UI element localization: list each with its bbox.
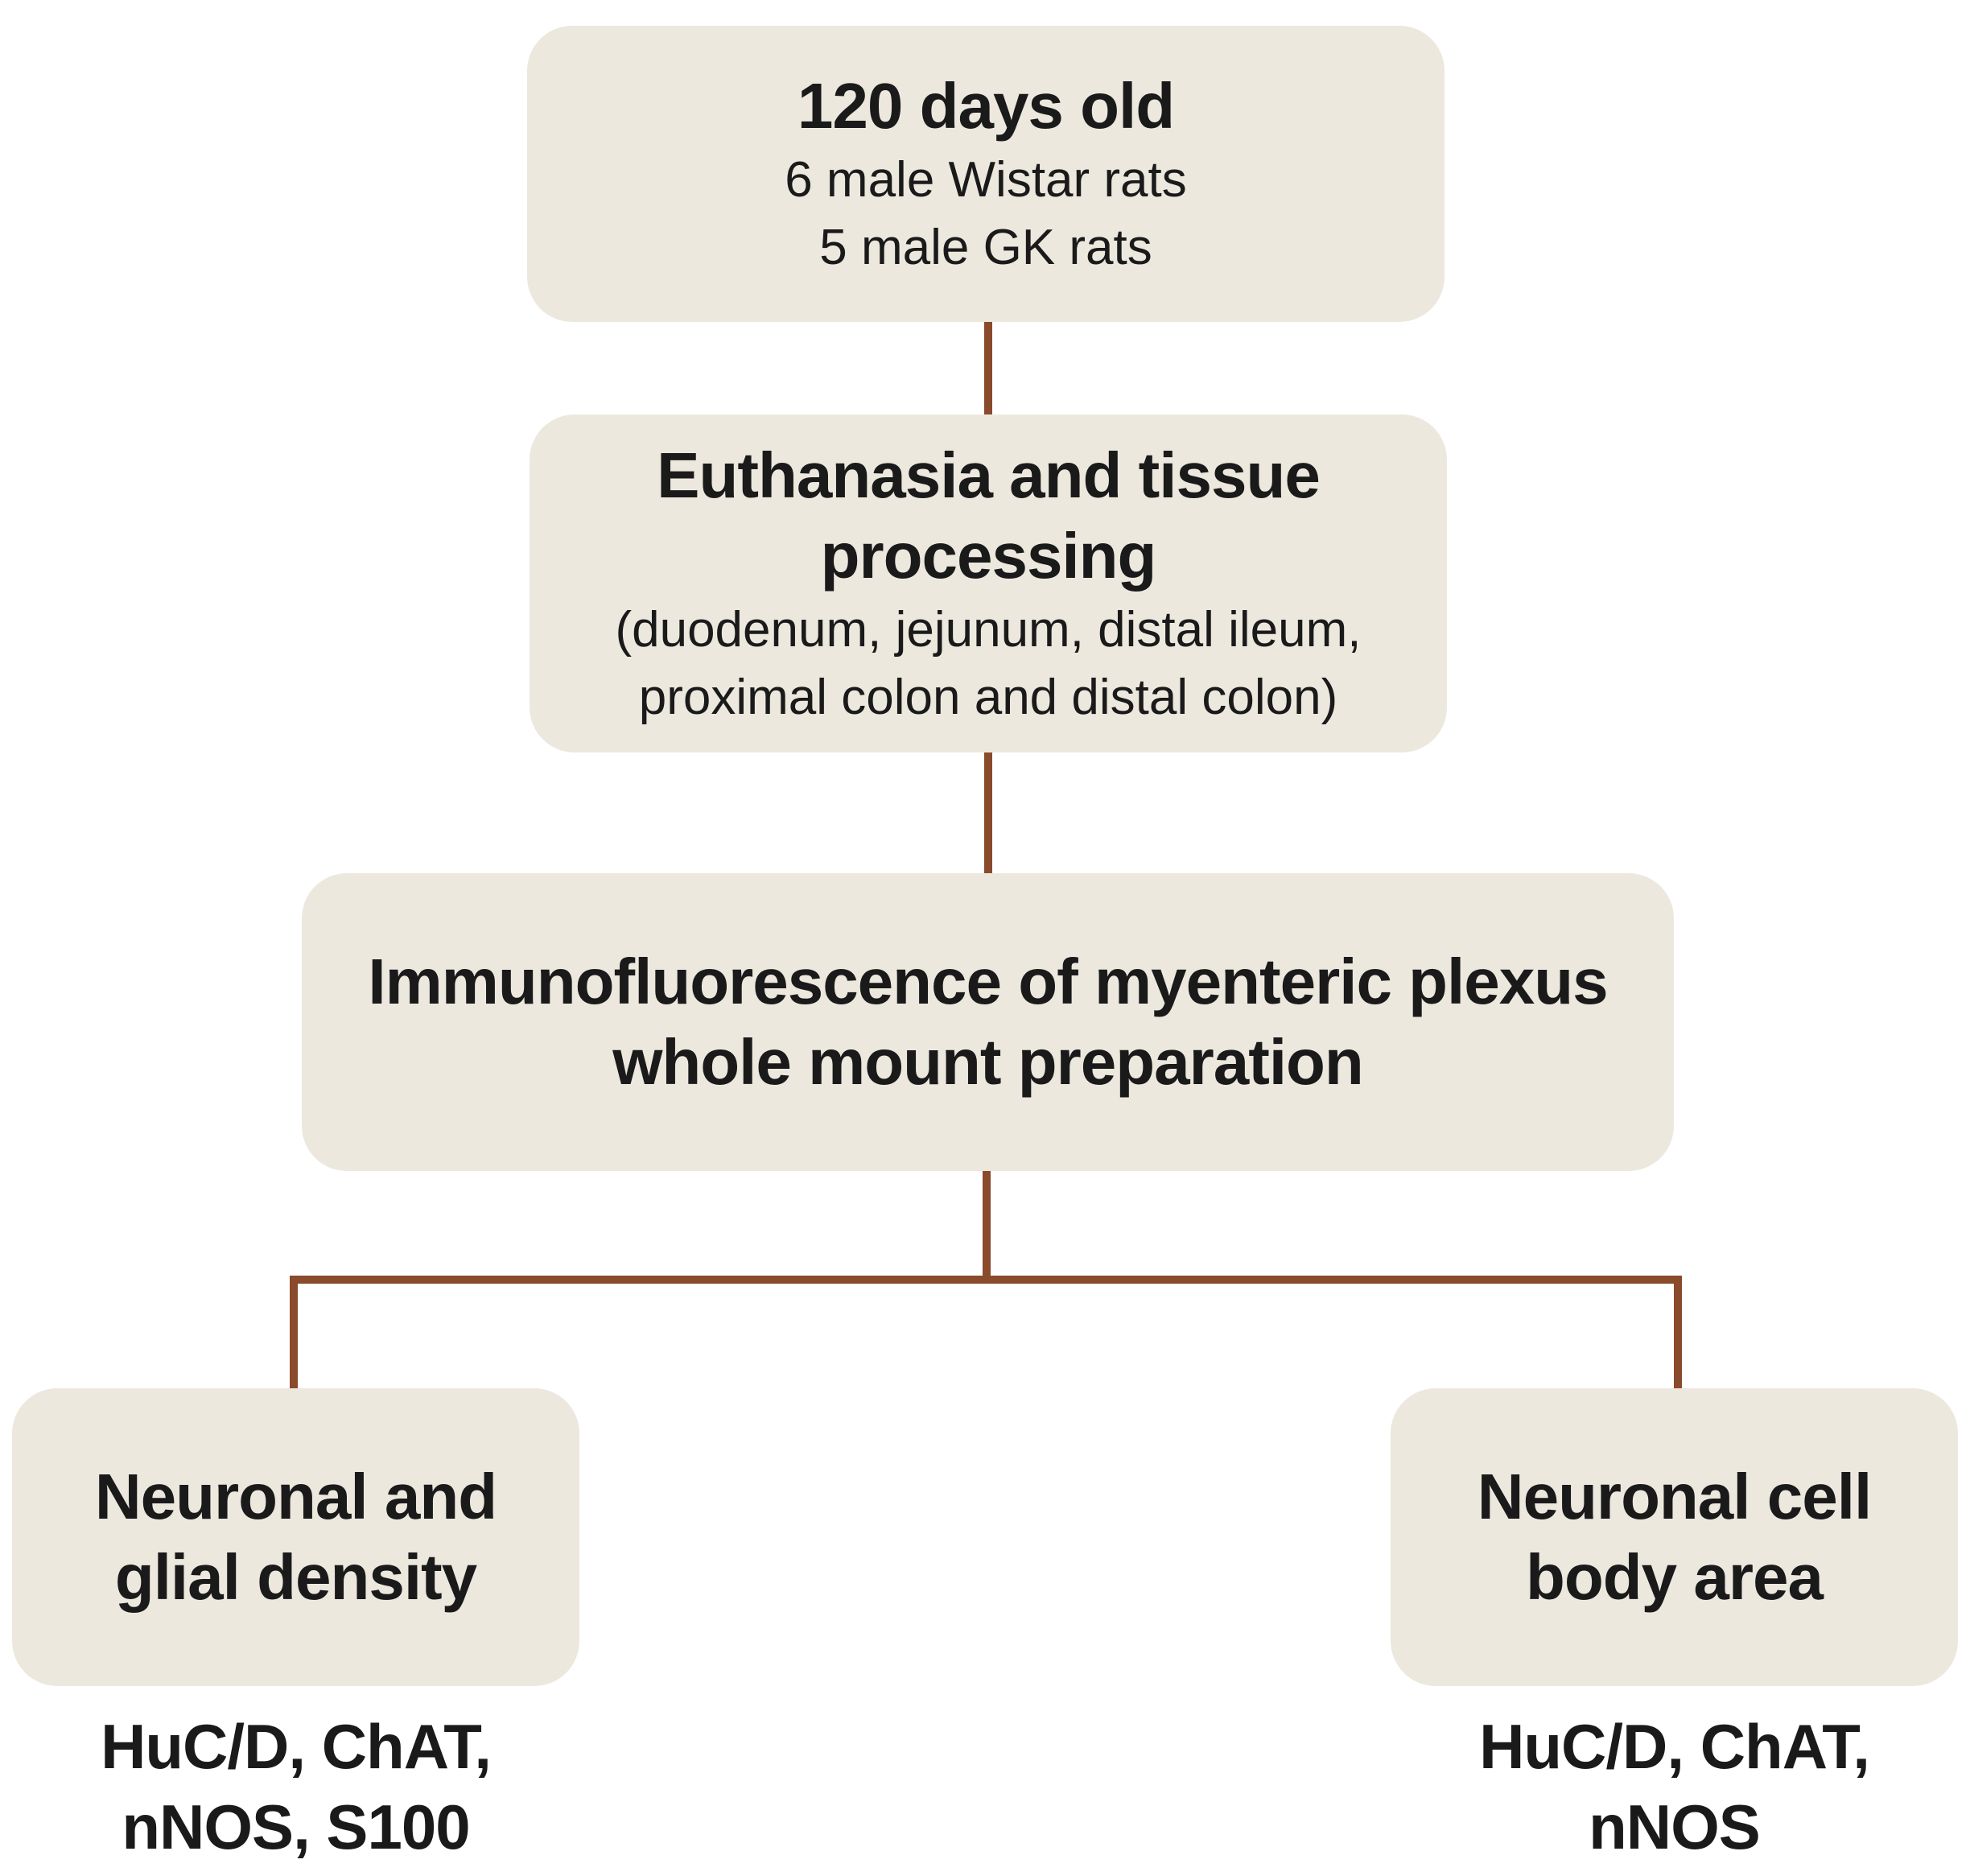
box-immunofluorescence-title-line-2: whole mount preparation (612, 1026, 1364, 1098)
box-neuronal-glial-density: Neuronal and glial density (12, 1388, 579, 1686)
box-immunofluorescence-title-line-1: Immunofluorescence of myenteric plexus (368, 946, 1608, 1017)
connector-branch-horizontal (290, 1276, 1682, 1284)
markers-left: HuC/D, ChAT, nNOS, S100 (12, 1706, 579, 1867)
connector-1-2 (984, 322, 992, 414)
connector-3-branch (983, 1171, 991, 1280)
box-immunofluorescence: Immunofluorescence of myenteric plexus w… (302, 873, 1674, 1171)
markers-right-line-1: HuC/D, ChAT, (1479, 1711, 1870, 1782)
box-neuronal-cell-body-area: Neuronal cell body area (1391, 1388, 1958, 1686)
markers-left-line-1: HuC/D, ChAT, (101, 1711, 492, 1782)
box-study-animals-line-1: 6 male Wistar rats (785, 152, 1187, 208)
markers-left-line-2: nNOS, S100 (122, 1791, 470, 1862)
box-euthanasia-title-line-2: processing (820, 520, 1157, 592)
box-euthanasia-title-line-1: Euthanasia and tissue (657, 439, 1321, 511)
markers-right: HuC/D, ChAT, nNOS (1391, 1706, 1958, 1867)
box-euthanasia-sub-line-1: (duodenum, jejunum, distal ileum, (615, 602, 1362, 658)
box-neuronal-glial-density-title-line-1: Neuronal and (94, 1461, 497, 1532)
box-neuronal-glial-density-title-line-2: glial density (114, 1541, 477, 1613)
markers-right-line-2: nNOS (1589, 1791, 1761, 1862)
box-euthanasia-sub-line-2: proximal colon and distal colon) (638, 670, 1338, 725)
box-study-animals-line-2: 5 male GK rats (819, 220, 1152, 275)
connector-2-3 (984, 752, 992, 873)
box-euthanasia: Euthanasia and tissue processing (duoden… (530, 414, 1447, 752)
box-neuronal-cell-body-area-title-line-2: body area (1526, 1541, 1824, 1613)
box-study-animals-title: 120 days old (797, 70, 1175, 142)
connector-branch-left (290, 1276, 298, 1388)
box-study-animals: 120 days old 6 male Wistar rats 5 male G… (527, 26, 1445, 322)
box-neuronal-cell-body-area-title-line-1: Neuronal cell (1477, 1461, 1872, 1532)
connector-branch-right (1674, 1276, 1682, 1388)
